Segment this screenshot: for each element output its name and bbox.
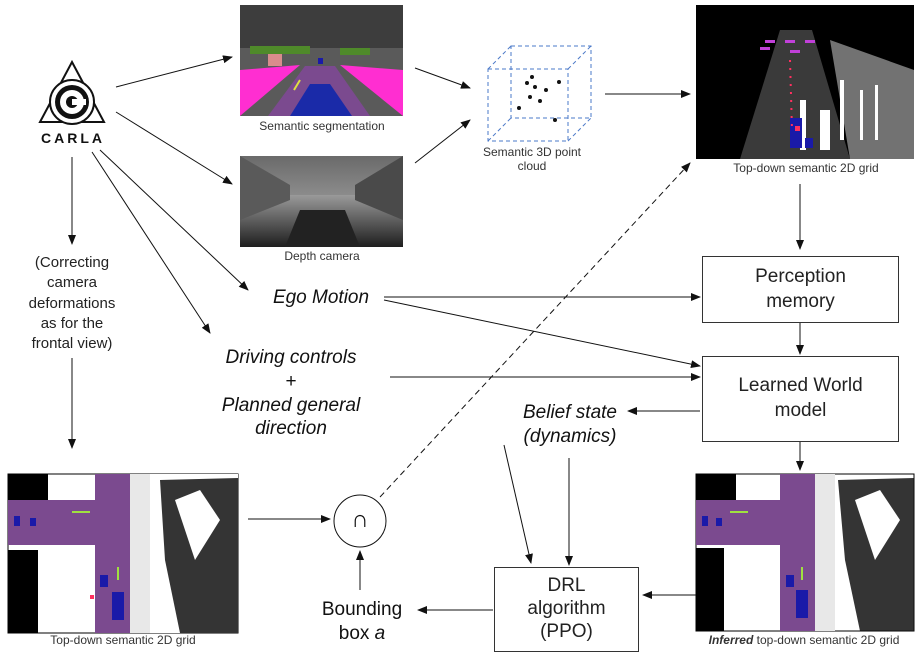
correcting-line-2: camera bbox=[46, 274, 98, 292]
world-model-line-2: model bbox=[774, 400, 827, 421]
point-cloud-cube bbox=[487, 45, 592, 142]
driving-controls-label: Driving controls + Planned general direc… bbox=[196, 346, 386, 441]
topdown-grid-inferred-image bbox=[695, 473, 915, 632]
point-cloud-caption: Semantic 3D point cloud bbox=[482, 145, 582, 173]
bounding-box-line-2: box bbox=[338, 622, 375, 644]
topdown-grid-top-image bbox=[696, 5, 914, 159]
driving-controls-line-4: direction bbox=[255, 418, 327, 440]
world-model-box: Learned World model bbox=[702, 356, 899, 442]
perception-memory-line-1: Perception bbox=[755, 265, 846, 287]
topdown-top-caption: Top-down semantic 2D grid bbox=[733, 161, 879, 175]
diagram-arrows bbox=[68, 55, 804, 614]
bounding-box-variable: a bbox=[374, 622, 386, 644]
ego-motion-label: Ego Motion bbox=[272, 287, 370, 308]
belief-state-label: Belief state (dynamics) bbox=[500, 401, 640, 449]
correcting-note: (Correcting camera deformations as for t… bbox=[12, 253, 132, 354]
drl-line-3: (PPO) bbox=[540, 620, 593, 642]
correcting-line-1: (Correcting bbox=[34, 254, 110, 271]
semantic-segmentation-image bbox=[240, 5, 403, 116]
drl-line-1: DRL bbox=[547, 575, 586, 597]
topdown-inferred-caption: Inferred top-down semantic 2D grid bbox=[692, 633, 916, 648]
intersection-symbol: ∩ bbox=[351, 506, 369, 533]
semantic-segmentation-caption: Semantic segmentation bbox=[259, 119, 385, 133]
carla-logo-text: CARLA bbox=[41, 130, 105, 146]
correcting-line-3: deformations bbox=[28, 294, 116, 312]
driving-controls-line-3: Planned general bbox=[221, 394, 361, 416]
depth-camera-image bbox=[240, 156, 403, 247]
correcting-line-5: frontal view) bbox=[31, 335, 113, 352]
belief-state-line-1: Belief state bbox=[523, 402, 617, 423]
topdown-left-caption: Top-down semantic 2D grid bbox=[50, 633, 196, 647]
perception-memory-box: Perception memory bbox=[702, 256, 899, 323]
perception-memory-line-2: memory bbox=[766, 290, 835, 312]
correcting-line-4: as for the bbox=[40, 314, 104, 332]
driving-controls-plus: + bbox=[285, 370, 297, 392]
world-model-line-1: Learned World bbox=[738, 375, 863, 397]
carla-logo-icon bbox=[38, 59, 106, 125]
intersection-node bbox=[333, 494, 387, 548]
topdown-grid-left-image bbox=[7, 473, 239, 634]
driving-controls-line-1: Driving controls bbox=[225, 347, 357, 368]
inferred-word: Inferred bbox=[708, 633, 754, 647]
belief-state-line-2: (dynamics) bbox=[523, 425, 617, 447]
bounding-box-label: Bounding box a bbox=[302, 598, 422, 646]
point-cloud-points bbox=[517, 75, 561, 122]
drl-algorithm-box: DRL algorithm (PPO) bbox=[494, 567, 639, 652]
drl-line-2: algorithm bbox=[527, 598, 606, 620]
depth-camera-caption: Depth camera bbox=[284, 249, 360, 263]
bounding-box-line-1: Bounding bbox=[321, 599, 403, 620]
inferred-rest: top-down semantic 2D grid bbox=[753, 633, 900, 647]
